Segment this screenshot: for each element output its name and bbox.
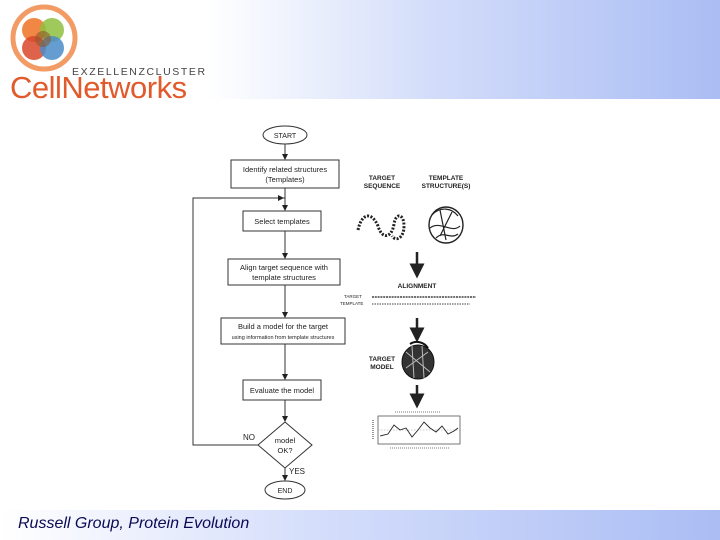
svg-text:Select templates: Select templates xyxy=(254,217,310,226)
svg-text:model: model xyxy=(275,436,296,445)
svg-text:Identify related structures: Identify related structures xyxy=(243,165,327,174)
svg-text:STRUCTURE(S): STRUCTURE(S) xyxy=(422,183,471,190)
svg-text:START: START xyxy=(274,133,297,140)
logo-subtitle: EXZELLENZCLUSTER xyxy=(72,66,207,78)
evaluation-plot xyxy=(372,411,461,449)
target-model-label: TARGET xyxy=(369,356,395,363)
flow-align-box: Align target sequence with template stru… xyxy=(227,258,341,286)
target-model-image xyxy=(401,340,435,380)
logo-wordmark: CellNetworks xyxy=(10,70,187,105)
flow-select-box: Select templates xyxy=(242,210,322,232)
svg-text:Evaluate the model: Evaluate the model xyxy=(250,386,315,395)
target-sequence-squiggle xyxy=(356,214,406,241)
header-banner xyxy=(208,0,720,99)
logo-circles-icon xyxy=(10,4,78,72)
svg-text:Build a model for the target: Build a model for the target xyxy=(238,322,329,331)
flow-end-node: END xyxy=(264,480,306,500)
svg-text:MODEL: MODEL xyxy=(370,364,394,371)
flow-start-node: START xyxy=(262,125,308,145)
flow-no-label: NO xyxy=(243,433,255,442)
flow-build-box: Build a model for the target using infor… xyxy=(220,317,346,345)
footer-bar xyxy=(0,510,720,540)
alignment-rows: TARGET TEMPLATE xyxy=(340,294,476,306)
svg-text:using information from templat: using information from template structur… xyxy=(232,335,335,341)
flow-decision-diamond: model OK? xyxy=(257,421,313,469)
template-structure-image xyxy=(428,206,464,244)
svg-text:Align target sequence with: Align target sequence with xyxy=(240,263,328,272)
template-structure-label: TEMPLATE xyxy=(429,175,464,182)
svg-text:END: END xyxy=(278,488,293,495)
flow-identify-box: Identify related structures (Templates) xyxy=(230,159,340,189)
flow-evaluate-box: Evaluate the model xyxy=(242,379,322,401)
svg-text:OK?: OK? xyxy=(277,446,292,455)
target-sequence-label: TARGET xyxy=(369,175,395,182)
flow-yes-label: YES xyxy=(289,467,305,476)
cellnetworks-logo: EXZELLENZCLUSTER CellNetworks xyxy=(0,0,208,110)
svg-text:SEQUENCE: SEQUENCE xyxy=(364,183,401,190)
svg-text:TEMPLATE: TEMPLATE xyxy=(340,301,363,306)
footer-credit: Russell Group, Protein Evolution xyxy=(18,515,250,532)
svg-text:template structures: template structures xyxy=(252,273,316,282)
alignment-label: ALIGNMENT xyxy=(398,283,437,290)
svg-text:(Templates): (Templates) xyxy=(265,175,305,184)
svg-text:TARGET: TARGET xyxy=(344,294,362,299)
